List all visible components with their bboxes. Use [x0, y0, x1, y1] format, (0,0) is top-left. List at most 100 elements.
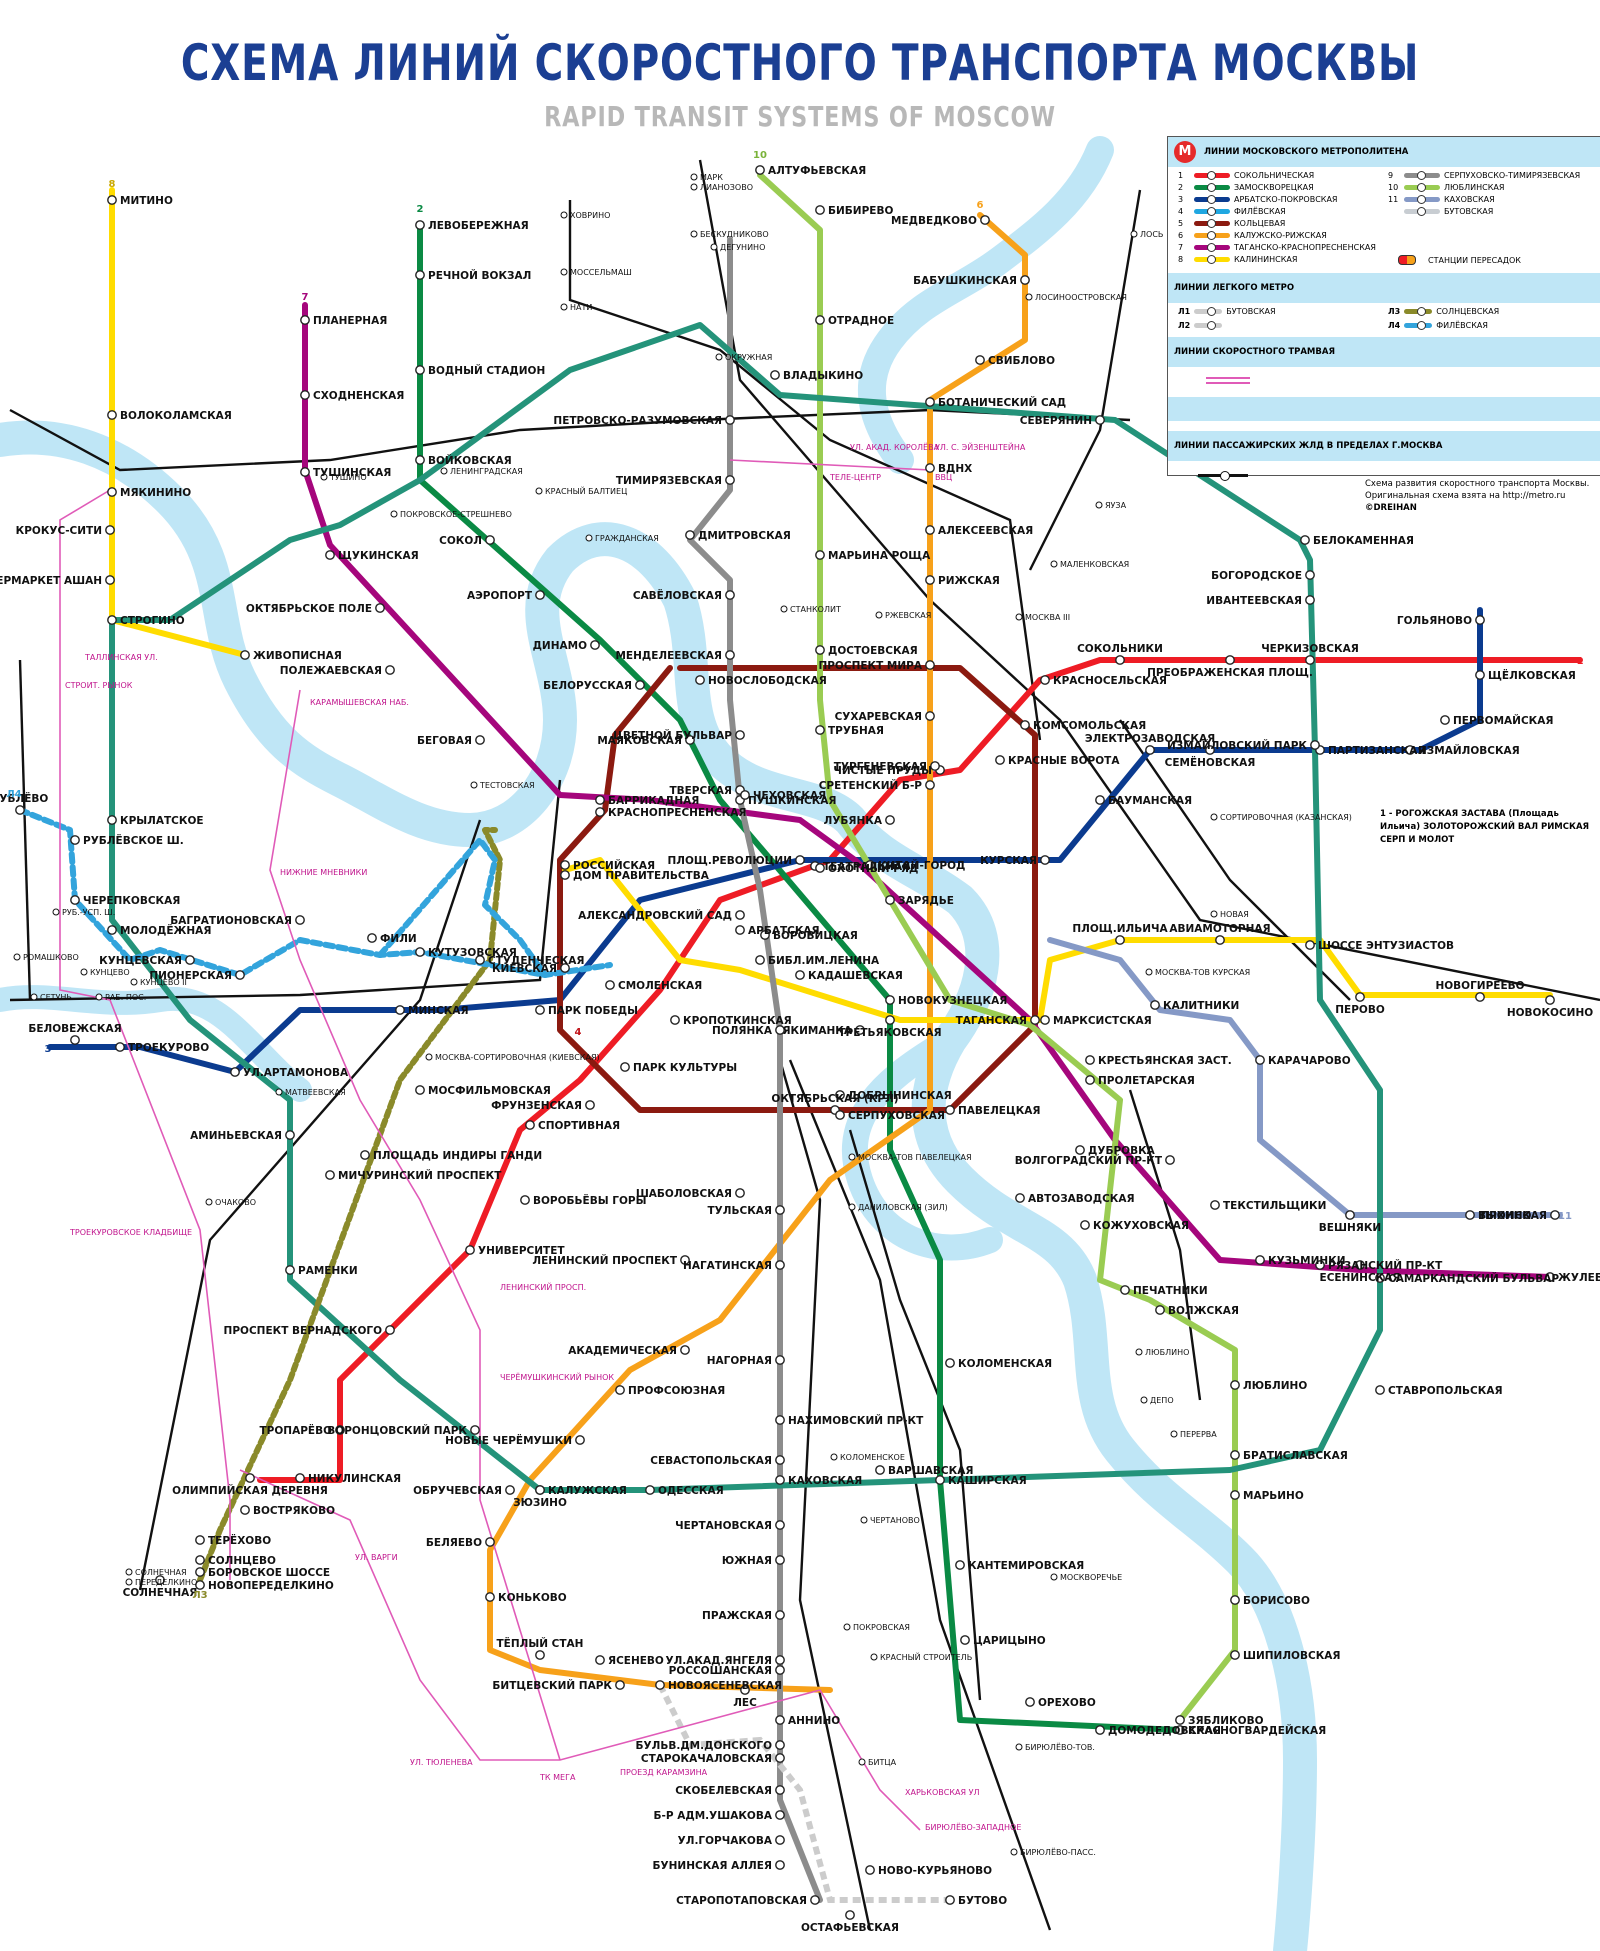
station-marker[interactable]: [865, 1865, 875, 1875]
rail-station-marker[interactable]: [1130, 230, 1138, 238]
station-marker[interactable]: [325, 550, 335, 560]
station-marker[interactable]: [925, 525, 935, 535]
station-marker[interactable]: [195, 1555, 205, 1565]
station-marker[interactable]: [615, 1385, 625, 1395]
station-marker[interactable]: [560, 860, 570, 870]
station-marker[interactable]: [980, 215, 990, 225]
station-marker[interactable]: [815, 315, 825, 325]
station-marker[interactable]: [385, 1325, 395, 1335]
station-marker[interactable]: [1225, 655, 1235, 665]
station-marker[interactable]: [815, 645, 825, 655]
station-marker[interactable]: [1205, 745, 1215, 755]
station-marker[interactable]: [605, 980, 615, 990]
station-marker[interactable]: [815, 205, 825, 215]
rail-station-marker[interactable]: [848, 1153, 856, 1161]
station-marker[interactable]: [575, 1435, 585, 1445]
station-marker[interactable]: [595, 795, 605, 805]
station-marker[interactable]: [107, 815, 117, 825]
station-marker[interactable]: [810, 1895, 820, 1905]
station-marker[interactable]: [1040, 855, 1050, 865]
station-marker[interactable]: [975, 355, 985, 365]
station-marker[interactable]: [105, 575, 115, 585]
rail-station-marker[interactable]: [848, 1203, 856, 1211]
rail-station-marker[interactable]: [858, 1758, 866, 1766]
station-marker[interactable]: [855, 1025, 865, 1035]
rail-station-marker[interactable]: [30, 993, 38, 1001]
rail-station-marker[interactable]: [275, 1088, 283, 1096]
rail-station-marker[interactable]: [125, 1568, 133, 1576]
station-marker[interactable]: [735, 910, 745, 920]
station-marker[interactable]: [1040, 675, 1050, 685]
rail-station-marker[interactable]: [1025, 293, 1033, 301]
rail-station-marker[interactable]: [1140, 1396, 1148, 1404]
station-marker[interactable]: [195, 1580, 205, 1590]
station-marker[interactable]: [770, 370, 780, 380]
station-marker[interactable]: [615, 1680, 625, 1690]
station-marker[interactable]: [1215, 935, 1225, 945]
station-marker[interactable]: [107, 487, 117, 497]
station-marker[interactable]: [1230, 1595, 1240, 1605]
station-marker[interactable]: [1150, 1000, 1160, 1010]
station-marker[interactable]: [1025, 1697, 1035, 1707]
station-marker[interactable]: [1230, 1380, 1240, 1390]
station-marker[interactable]: [755, 165, 765, 175]
station-marker[interactable]: [735, 925, 745, 935]
station-marker[interactable]: [945, 1895, 955, 1905]
station-marker[interactable]: [835, 1090, 845, 1100]
station-marker[interactable]: [1230, 1490, 1240, 1500]
station-marker[interactable]: [815, 725, 825, 735]
rail-station-marker[interactable]: [95, 993, 103, 1001]
rail-station-marker[interactable]: [690, 230, 698, 238]
station-marker[interactable]: [795, 970, 805, 980]
station-marker[interactable]: [1020, 720, 1030, 730]
station-marker[interactable]: [525, 1120, 535, 1130]
station-marker[interactable]: [1095, 1725, 1105, 1735]
station-marker[interactable]: [230, 1067, 240, 1077]
station-marker[interactable]: [1115, 935, 1125, 945]
station-marker[interactable]: [775, 1753, 785, 1763]
station-marker[interactable]: [1475, 992, 1485, 1002]
station-marker[interactable]: [815, 550, 825, 560]
station-marker[interactable]: [775, 1025, 785, 1035]
station-marker[interactable]: [1120, 1285, 1130, 1295]
station-marker[interactable]: [930, 761, 940, 771]
station-marker[interactable]: [775, 1860, 785, 1870]
station-marker[interactable]: [875, 1465, 885, 1475]
station-marker[interactable]: [945, 1358, 955, 1368]
station-marker[interactable]: [1155, 1305, 1165, 1315]
rail-station-marker[interactable]: [1210, 813, 1218, 821]
station-marker[interactable]: [585, 1100, 595, 1110]
station-marker[interactable]: [1465, 1210, 1475, 1220]
rail-station-marker[interactable]: [125, 1578, 133, 1586]
station-marker[interactable]: [1345, 1210, 1355, 1220]
station-marker[interactable]: [925, 711, 935, 721]
station-marker[interactable]: [925, 575, 935, 585]
station-marker[interactable]: [285, 1265, 295, 1275]
station-marker[interactable]: [775, 1205, 785, 1215]
station-marker[interactable]: [415, 1085, 425, 1095]
station-marker[interactable]: [1305, 940, 1315, 950]
station-marker[interactable]: [725, 650, 735, 660]
station-marker[interactable]: [415, 270, 425, 280]
station-marker[interactable]: [1020, 275, 1030, 285]
station-marker[interactable]: [1015, 1193, 1025, 1203]
station-marker[interactable]: [70, 1035, 80, 1045]
station-marker[interactable]: [885, 815, 895, 825]
station-marker[interactable]: [620, 1062, 630, 1072]
station-marker[interactable]: [655, 1680, 665, 1690]
station-marker[interactable]: [885, 995, 895, 1005]
station-marker[interactable]: [475, 955, 485, 965]
station-marker[interactable]: [1030, 1015, 1040, 1025]
rail-station-marker[interactable]: [560, 268, 568, 276]
rail-station-marker[interactable]: [715, 353, 723, 361]
station-marker[interactable]: [945, 1105, 955, 1115]
station-marker[interactable]: [775, 1785, 785, 1795]
station-marker[interactable]: [995, 755, 1005, 765]
rail-station-marker[interactable]: [1170, 1430, 1178, 1438]
station-marker[interactable]: [1095, 415, 1105, 425]
station-marker[interactable]: [300, 467, 310, 477]
station-marker[interactable]: [70, 835, 80, 845]
rail-station-marker[interactable]: [585, 534, 593, 542]
station-marker[interactable]: [645, 1485, 655, 1495]
station-marker[interactable]: [485, 1592, 495, 1602]
